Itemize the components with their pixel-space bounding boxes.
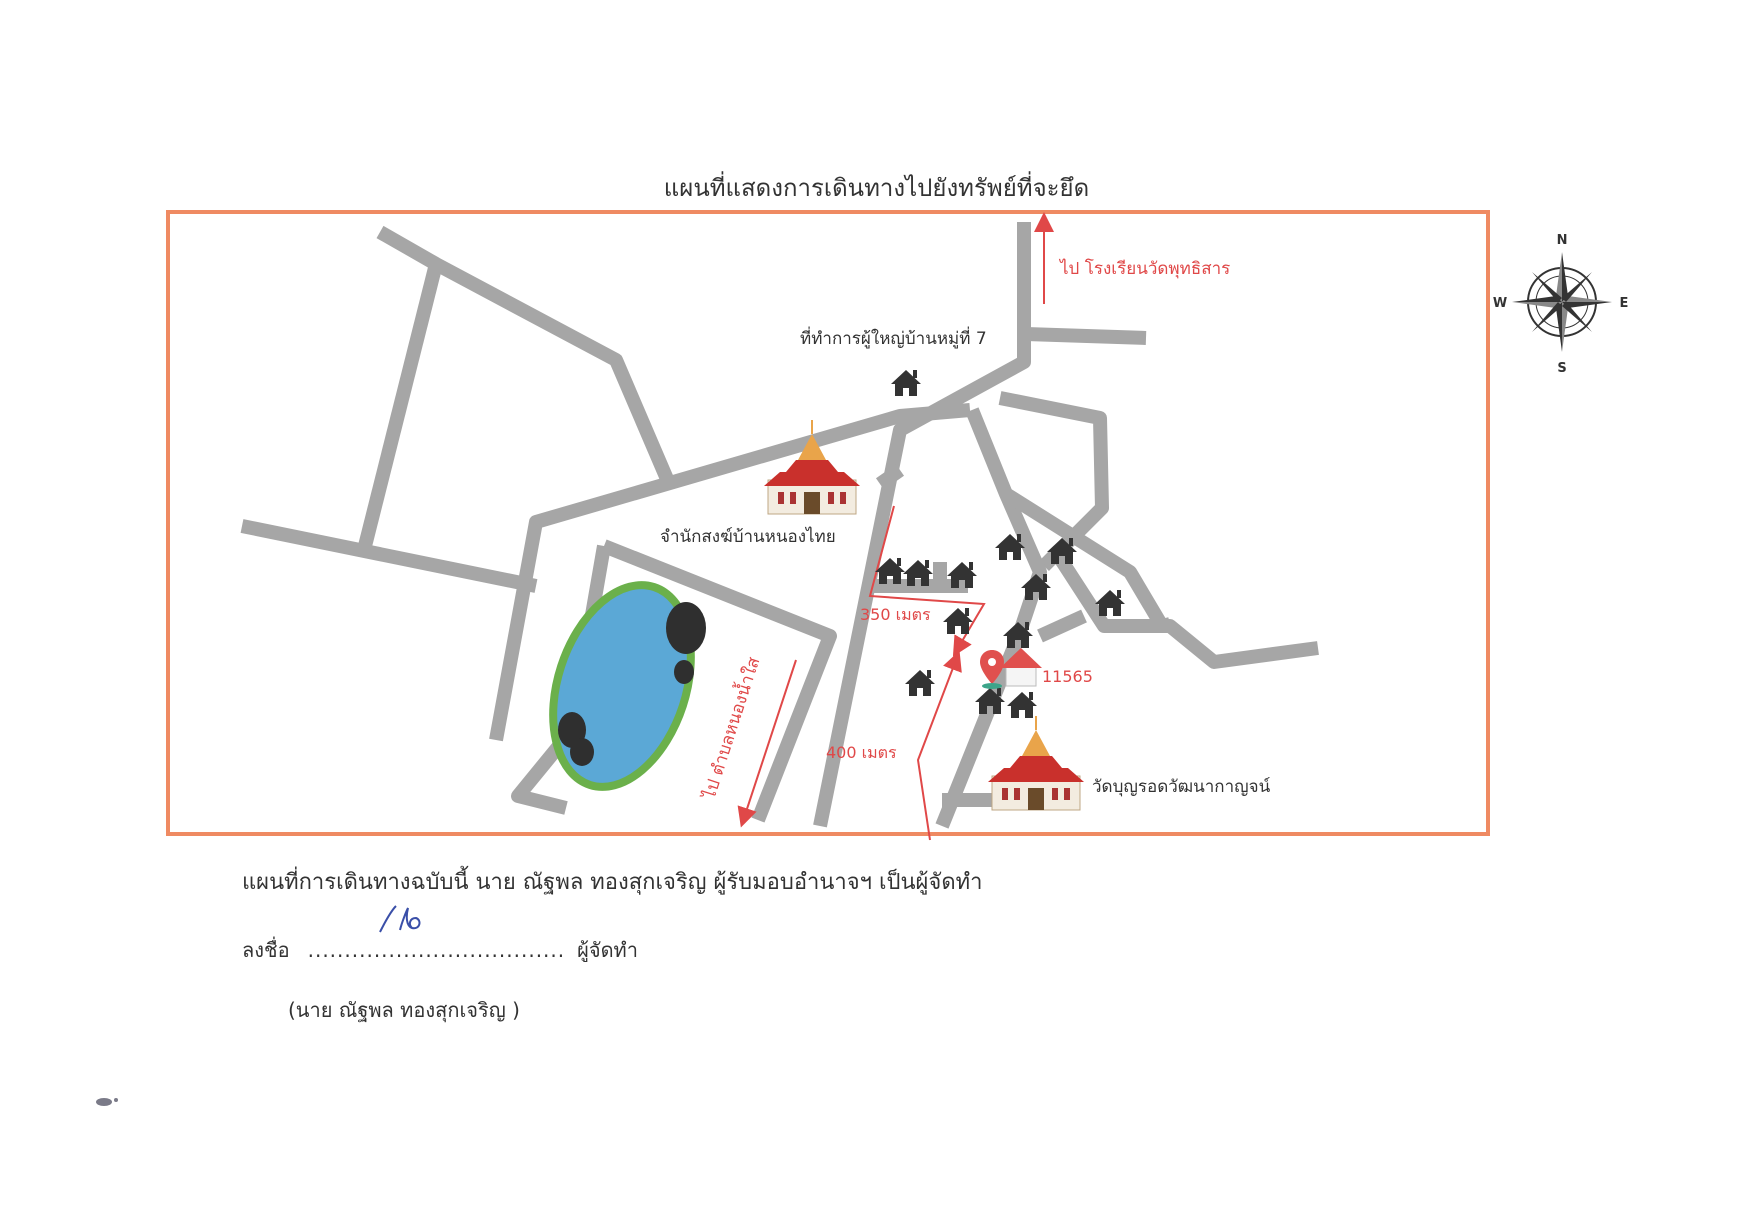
house-icon [1000, 648, 1042, 668]
signer-name: (นาย ณัฐพล ทองสุกเจริญ ) [288, 998, 520, 1022]
road [240, 519, 538, 593]
label-headman-office: ที่ทำการผู้ใหญ่บ้านหมู่ที่ 7 [800, 326, 987, 349]
map-caption: แผนที่การเดินทางฉบับนี้ นาย ณัฐพล ทองสุก… [242, 870, 983, 895]
house-icon [995, 534, 1025, 560]
house-icon [943, 608, 973, 634]
label-dist-350: 350 เมตร [860, 605, 931, 624]
road [1050, 548, 1319, 669]
road [376, 225, 677, 489]
sign-role: ผู้จัดทำ [577, 938, 638, 962]
road [601, 539, 837, 823]
handwritten-signature [379, 905, 421, 933]
house-icon [891, 370, 921, 396]
road [813, 222, 1031, 828]
map-title: แผนที่แสดงการเดินทางไปยังทรัพย์ที่จะยึด [663, 174, 1090, 202]
sign-label: ลงชื่อ [242, 938, 290, 962]
compass-s: S [1557, 361, 1566, 376]
ink-smudge [96, 1098, 118, 1106]
parcel-marker [980, 648, 1042, 689]
road [875, 464, 905, 490]
house-icon [1007, 692, 1037, 718]
route-lines [737, 212, 1054, 841]
house-icon [905, 670, 935, 696]
map-frame [166, 210, 1490, 836]
road [1037, 609, 1087, 643]
road [1025, 327, 1147, 345]
temple-icon [987, 715, 1085, 811]
label-dist-400: 400 เมตร [826, 743, 897, 762]
signature-line: ลงชื่อ..................................… [242, 934, 638, 966]
compass-e: E [1620, 296, 1629, 311]
compass-rose-icon: N S E W [1493, 233, 1629, 376]
road [357, 262, 443, 552]
label-parcel: 11565 [1042, 667, 1093, 686]
sign-dots: ................................... [307, 938, 566, 962]
label-to-tambon: ไป ตำบลหนองน้ำใส [696, 653, 764, 803]
compass-n: N [1557, 233, 1568, 248]
label-school: ไป โรงเรียนวัดพุทธิสาร [1058, 258, 1230, 279]
compass-w: W [1493, 296, 1507, 311]
house-icon [1095, 590, 1125, 616]
label-temple-south: วัดบุญรอดวัฒนากาญจน์ [1092, 777, 1271, 797]
location-pin-icon [980, 650, 1004, 684]
roads [240, 222, 1319, 829]
label-monastery: จำนักสงฆ์บ้านหนองไทย [660, 526, 836, 547]
pond [549, 581, 706, 791]
